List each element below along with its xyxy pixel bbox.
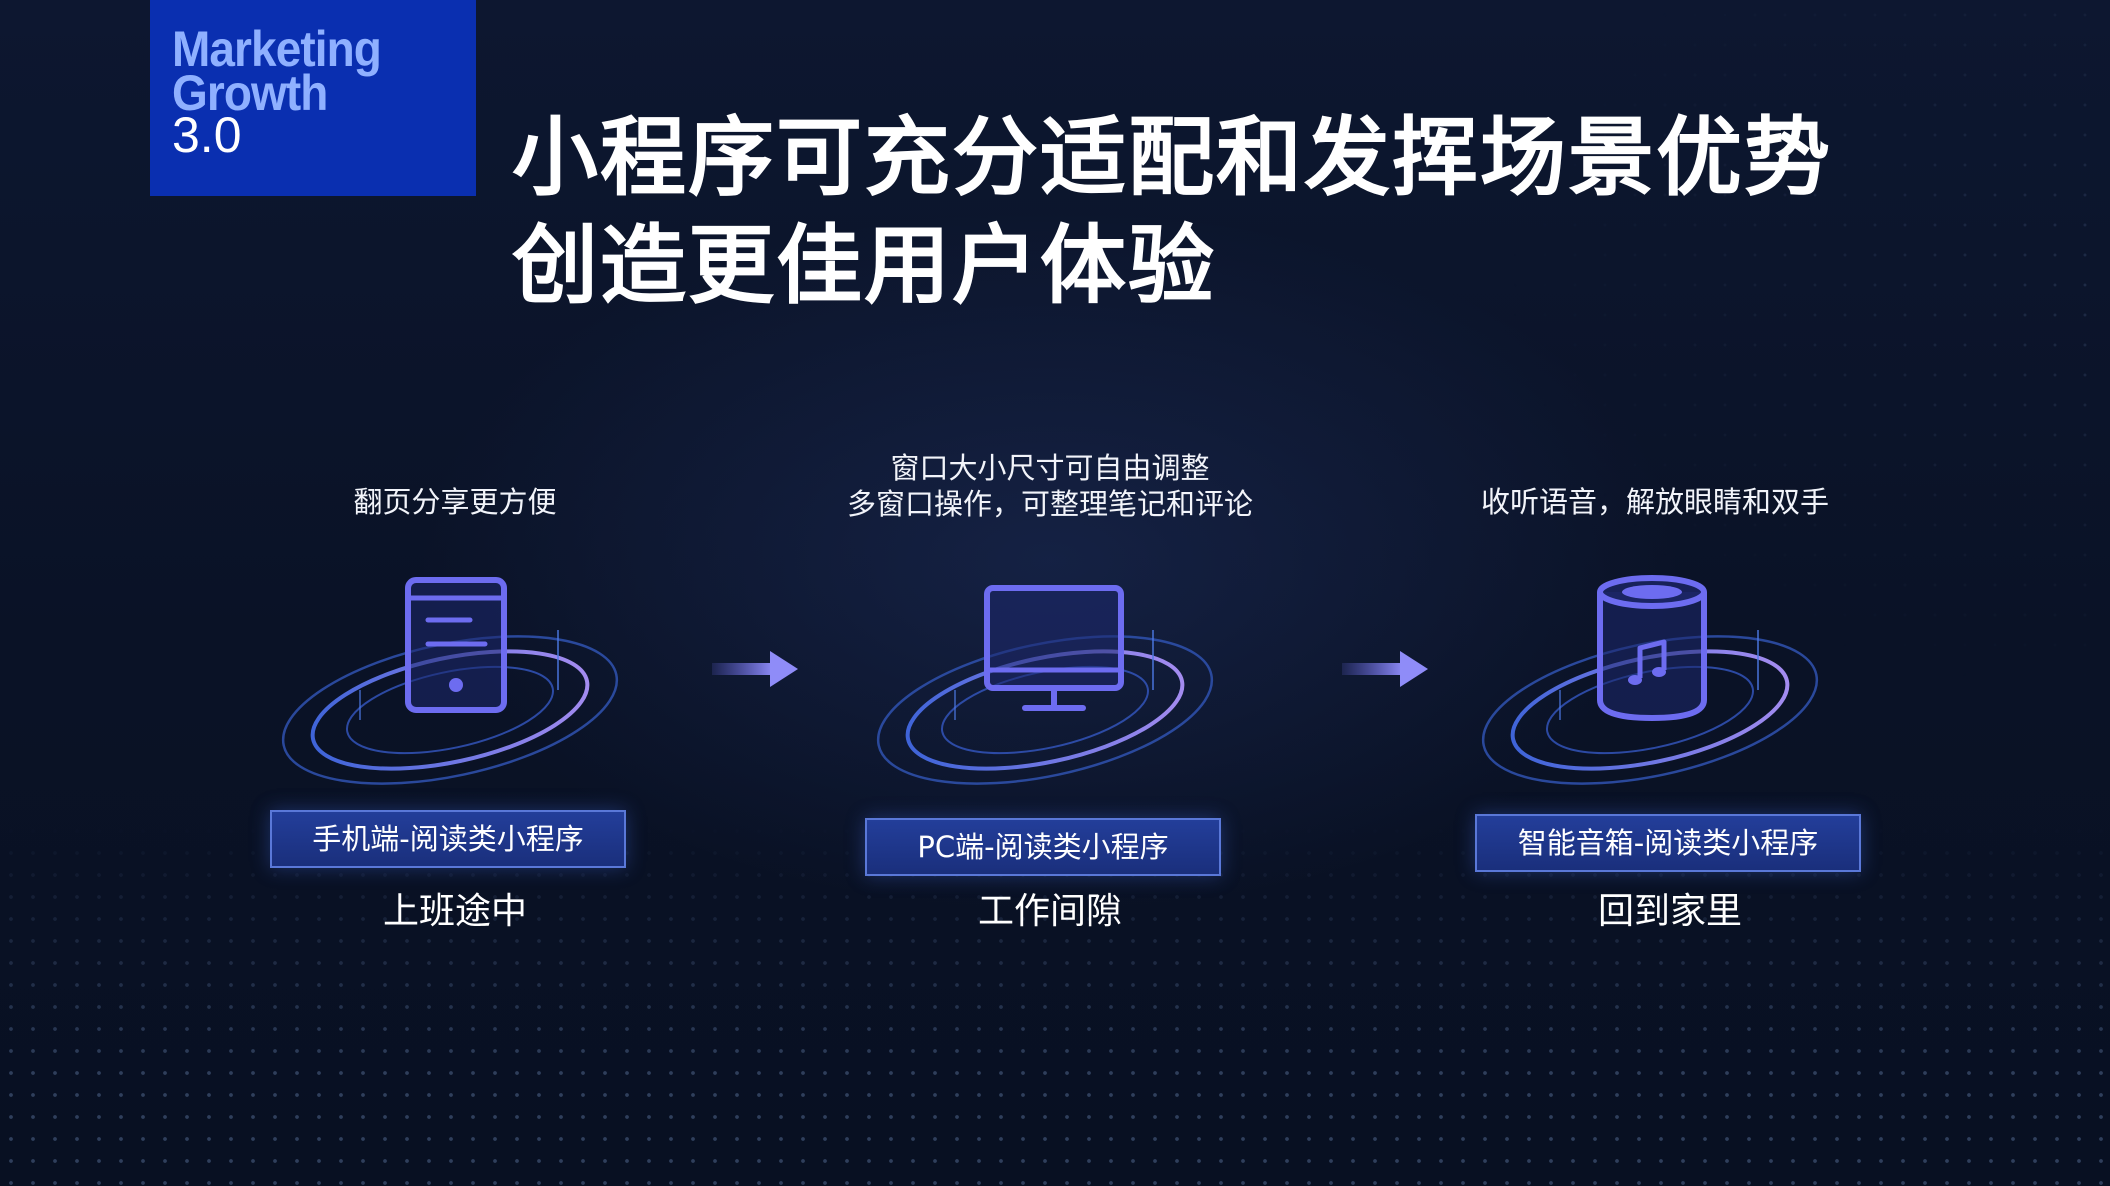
decorative-dots-bottom xyxy=(0,820,2110,1186)
arrow-right-icon xyxy=(712,651,798,687)
title-line-1: 小程序可充分适配和发挥场景优势 xyxy=(512,108,1832,208)
title-line-2: 创造更佳用户体验 xyxy=(512,216,1216,316)
smart-speaker-icon xyxy=(1480,570,1830,800)
scenario-description: 收听语音，解放眼睛和双手 xyxy=(1375,484,1935,520)
brand-logo: Marketing Growth 3.0 xyxy=(150,0,476,196)
platform-tag: 智能音箱-阅读类小程序 xyxy=(1475,814,1861,872)
description-line: 窗口大小尺寸可自由调整 xyxy=(890,451,1210,485)
description-line: 多窗口操作，可整理笔记和评论 xyxy=(846,487,1253,521)
phone-icon xyxy=(280,570,630,800)
logo-line-version: 3.0 xyxy=(172,107,242,163)
decorative-dots-top xyxy=(1500,0,2110,700)
scenario-description: 翻页分享更方便 xyxy=(175,484,735,520)
monitor-icon xyxy=(875,570,1225,800)
scenario-description: 窗口大小尺寸可自由调整 多窗口操作，可整理笔记和评论 xyxy=(770,450,1330,522)
scene-label: 回到家里 xyxy=(1597,891,1742,932)
arrow-right-icon xyxy=(1342,651,1428,687)
scene-label: 上班途中 xyxy=(382,891,527,932)
logo-line-growth: Growth xyxy=(172,65,328,121)
description-line: 翻页分享更方便 xyxy=(353,485,557,519)
logo-line-marketing: Marketing xyxy=(172,21,382,77)
platform-tag: PC端-阅读类小程序 xyxy=(865,818,1221,876)
scene-label: 工作间隙 xyxy=(977,891,1122,932)
platform-tag: 手机端-阅读类小程序 xyxy=(270,810,626,868)
page-title: 小程序可充分适配和发挥场景优势 创造更佳用户体验 xyxy=(512,104,2012,320)
description-line: 收听语音，解放眼睛和双手 xyxy=(1480,485,1829,519)
